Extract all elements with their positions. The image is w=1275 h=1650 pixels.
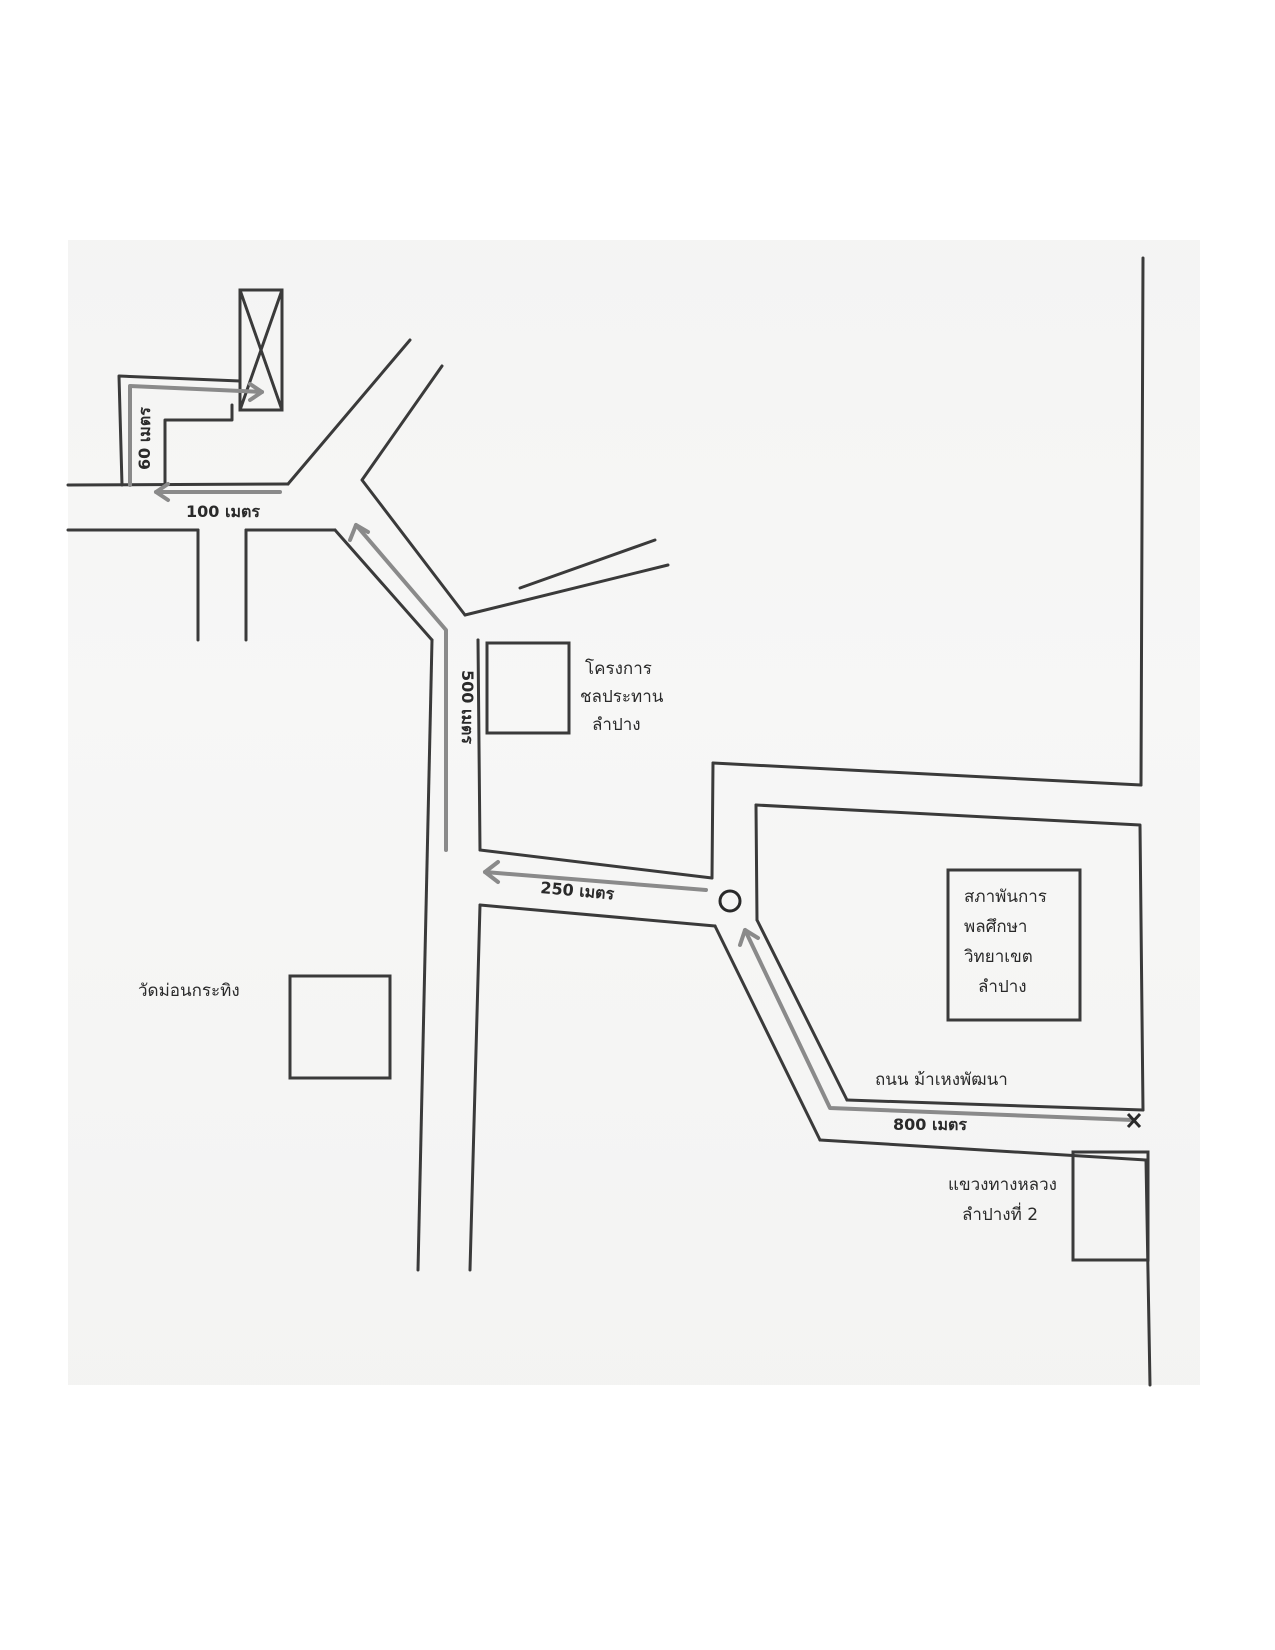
- hospital-building: [946, 868, 1082, 1022]
- right-block-top: [754, 803, 1145, 1112]
- highway-office-building: [1071, 1150, 1150, 1262]
- hospital-label-line2: พลศึกษา: [964, 917, 1027, 937]
- route-segment-60: [128, 384, 264, 487]
- road-right-vertical: [754, 803, 759, 922]
- upper-right-diagonal: [463, 563, 670, 617]
- road-upper-vertical: [710, 761, 715, 880]
- route-segment-500: [354, 523, 448, 852]
- right-main-road-left-edge: [1139, 256, 1145, 787]
- irrigation-project-building: [485, 641, 571, 735]
- upper-diagonal-left: [286, 338, 412, 486]
- project-label-line2: ชลประทาน: [580, 687, 664, 707]
- arrow-head-right-60: [248, 382, 264, 402]
- lane-left: [117, 374, 242, 487]
- main-road-right-edge-upper: [476, 638, 482, 852]
- labels: สภาพันการ พลศึกษา วิทยาเขต ลำปาง โครงการ…: [135, 407, 1057, 1225]
- finish-x-marker: [1126, 1112, 1142, 1129]
- distance-800: 800 เมตร: [893, 1115, 967, 1134]
- arrow-head-left-100: [154, 482, 170, 502]
- distance-60: 60 เมตร: [135, 407, 154, 470]
- route-segment-250: [483, 870, 708, 892]
- road-to-circle-bottom: [478, 903, 717, 928]
- main-road-left-edge: [416, 638, 434, 1272]
- scanned-paper: [68, 240, 1200, 1385]
- highway-label-line2: ลำปางที่ 2: [962, 1202, 1038, 1225]
- highway-label-line1: แขวงทางหลวง: [948, 1175, 1057, 1195]
- right-main-road-upper-branch: [711, 761, 1143, 787]
- temple-label: วัดม่อนกระทิง: [138, 981, 240, 1001]
- project-label-line3: ลำปาง: [592, 715, 641, 735]
- road-to-circle-top: [478, 848, 714, 880]
- arrow-head-up-diagonal: [738, 928, 760, 947]
- arrow-head-left-250: [483, 860, 500, 884]
- left-road-top: [66, 482, 290, 487]
- hospital-label-line4: ลำปาง: [978, 977, 1027, 997]
- distance-100: 100 เมตร: [186, 502, 260, 521]
- lower-road-top: [845, 1098, 1145, 1112]
- lower-diagonal-right: [755, 918, 849, 1102]
- roads: [66, 256, 1152, 1387]
- temple-building: [288, 974, 392, 1080]
- upper-left-diagonal-outer: [333, 528, 434, 642]
- project-label-line1: โครงการ: [585, 658, 652, 679]
- start-circle: [718, 889, 742, 913]
- side-road-ne: [518, 538, 657, 590]
- route-segment-800: [743, 928, 1135, 1122]
- lower-diagonal-left: [713, 924, 822, 1142]
- arrow-head-up-500: [348, 523, 370, 542]
- hospital-label-line3: วิทยาเขต: [964, 947, 1033, 967]
- distance-500: 500 เมตร: [458, 670, 477, 744]
- route-path: [128, 382, 1135, 1122]
- lower-road-bottom: [818, 1138, 1148, 1162]
- upper-diagonal-right: [360, 364, 467, 617]
- road-name-label: ถนน ม้าเหงพัฒนา: [875, 1070, 1008, 1090]
- main-road-right-edge-lower: [468, 903, 482, 1272]
- lane-right: [163, 403, 234, 487]
- hospital-label-line1: สภาพันการ: [964, 887, 1047, 907]
